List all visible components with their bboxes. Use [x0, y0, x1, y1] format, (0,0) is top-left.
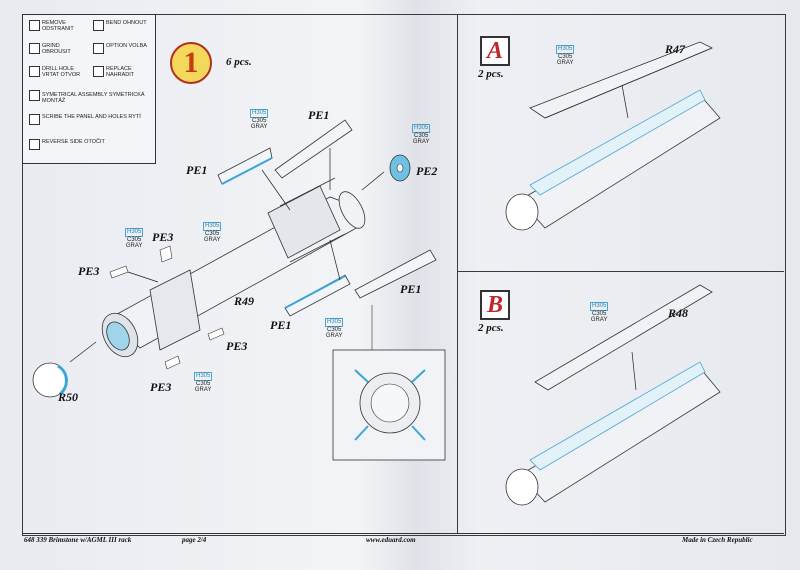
panel-divider: [457, 14, 458, 534]
step-1-quantity: 6 pcs.: [226, 56, 252, 68]
label-pe1-right: PE1: [400, 282, 422, 296]
label-pe3-b: PE3: [78, 264, 100, 278]
legend-symmetrical: SYMETRICAL ASSEMBLY SYMETRICKÁ MONTÁŽ: [42, 92, 145, 104]
label-pe3-c: PE3: [226, 339, 248, 353]
grind-icon: [29, 43, 40, 54]
main-frame: [22, 14, 786, 536]
label-pe1-bottom: PE1: [270, 318, 292, 332]
legend-scribe: SCRIBE THE PANEL AND HOLES RYTÍ: [42, 114, 141, 120]
panel-divider-horizontal: [457, 271, 784, 272]
step-1-badge: 1: [170, 42, 212, 84]
legend-reverse: REVERSE SIDE OTOČIT: [42, 139, 105, 145]
scribe-icon: [29, 114, 40, 125]
bend-icon: [93, 20, 104, 31]
symbol-legend: REMOVE ODSTRANIT BEND OHNOUT GRIND OBROU…: [22, 14, 156, 164]
footer-product: 648 339 Brimstone w/AGML III rack: [24, 536, 132, 544]
label-pe3-a: PE3: [152, 230, 174, 244]
legend-drill: DRILL HOLE VRTAT OTVOR: [42, 66, 81, 78]
footer: 648 339 Brimstone w/AGML III rack page 2…: [22, 533, 784, 546]
symmetrical-icon: [29, 90, 40, 101]
label-r49: R49: [234, 294, 255, 308]
variant-b-quantity: 2 pcs.: [478, 322, 504, 334]
label-r48: R48: [668, 306, 689, 320]
drill-hole-icon: [29, 66, 40, 77]
footer-url: www.eduard.com: [366, 536, 416, 544]
label-pe3-d: PE3: [150, 380, 172, 394]
label-pe1-top: PE1: [308, 108, 330, 122]
reverse-side-icon: [29, 139, 40, 150]
label-r50: R50: [58, 390, 79, 404]
legend-option: OPTION VOLBA: [106, 43, 147, 49]
label-pe2: PE2: [416, 164, 438, 178]
variant-a-quantity: 2 pcs.: [478, 68, 504, 80]
replace-icon: [93, 66, 104, 77]
label-pe1-left: PE1: [186, 163, 208, 177]
remove-icon: [29, 20, 40, 31]
variant-a-badge: A: [480, 36, 510, 66]
legend-bend: BEND OHNOUT: [106, 20, 147, 26]
label-r47: R47: [665, 42, 686, 56]
footer-origin: Made in Czech Republic: [682, 536, 753, 544]
legend-replace: REPLACE NAHRADIT: [106, 66, 135, 78]
variant-b-badge: B: [480, 290, 510, 320]
legend-remove: REMOVE ODSTRANIT: [42, 20, 74, 32]
option-icon: [93, 43, 104, 54]
legend-grind: GRIND OBROUSIT: [42, 43, 71, 55]
footer-page: page 2/4: [182, 536, 207, 544]
